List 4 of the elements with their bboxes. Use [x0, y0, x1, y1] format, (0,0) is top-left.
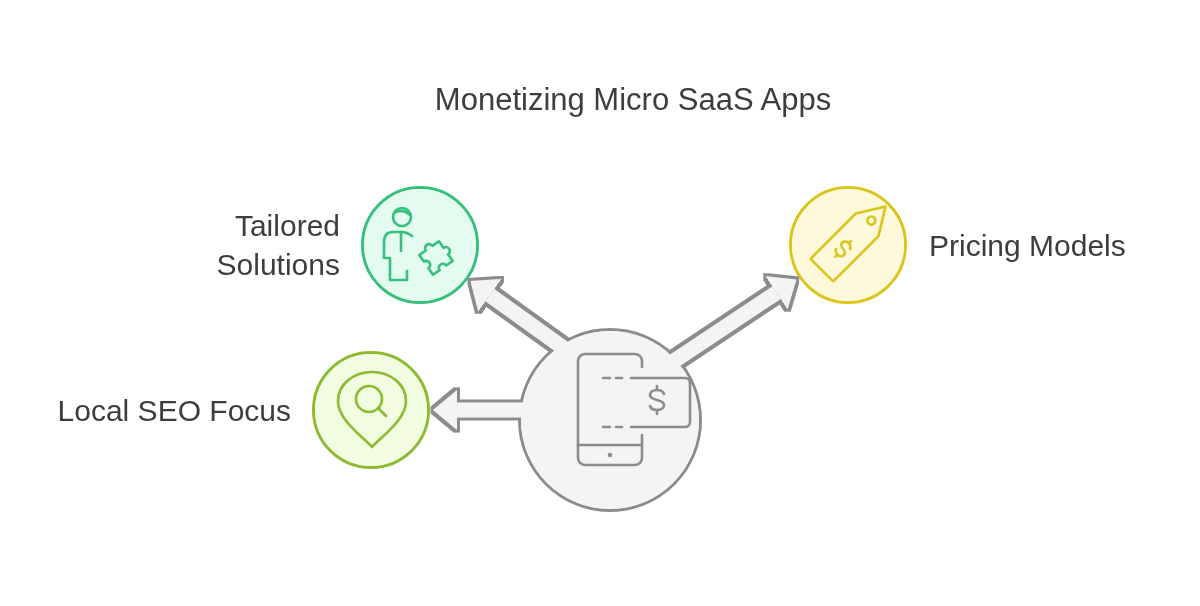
- diagram-title: Monetizing Micro SaaS Apps: [434, 82, 832, 118]
- node-label: Pricing Models: [929, 227, 1126, 264]
- node-label: Local SEO Focus: [57, 392, 291, 429]
- node-label: Tailored Solutions: [215, 208, 340, 283]
